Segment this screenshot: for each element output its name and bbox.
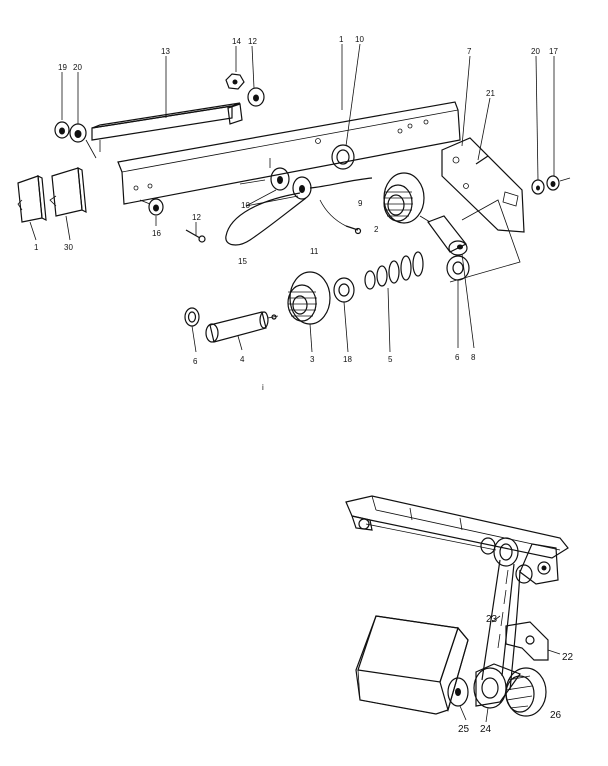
top-labels: 19 20 13 14 12 1 10 7 20 17 21 16 12 15 … xyxy=(34,35,558,366)
label-23: 23 xyxy=(486,614,498,625)
label-10: 10 xyxy=(355,35,364,44)
cover-part-left-a xyxy=(17,174,47,223)
shaft-upper xyxy=(419,215,468,256)
center-mark: i xyxy=(262,383,264,392)
nut-part-17 xyxy=(546,175,571,191)
label-leaders xyxy=(29,43,555,353)
nut-part-14 xyxy=(225,73,245,90)
bracket-part-13 xyxy=(91,102,243,152)
label-21: 21 xyxy=(486,89,495,98)
washer-part-6-left xyxy=(184,307,200,327)
washer-part-10 xyxy=(331,144,355,170)
label-15: 15 xyxy=(238,257,247,266)
label-12: 12 xyxy=(248,37,257,46)
leader-line xyxy=(85,139,97,159)
screw-part-12 xyxy=(185,229,206,243)
label-8: 8 xyxy=(471,353,476,362)
washer-part-18 xyxy=(333,277,355,303)
spring-part-5 xyxy=(364,251,424,290)
cover-part-left-b xyxy=(49,166,87,217)
label-22: 22 xyxy=(562,652,574,663)
shaft-part-4 xyxy=(205,311,279,343)
label-17: 17 xyxy=(549,47,558,56)
label-9: 9 xyxy=(358,199,363,208)
main-plate-part-1 xyxy=(117,101,461,205)
leader-line xyxy=(449,199,521,283)
gear-pulley-part-2 xyxy=(383,172,425,224)
label-14: 14 xyxy=(232,37,241,46)
label-26: 26 xyxy=(550,710,562,721)
label-4: 4 xyxy=(240,355,245,364)
washer-part-6-right xyxy=(446,255,470,281)
assembled-view: 23 22 26 25 24 xyxy=(345,495,574,735)
label-13: 13 xyxy=(161,47,170,56)
label-20: 20 xyxy=(73,63,82,72)
label-18: 18 xyxy=(343,355,352,364)
belt-part-15 xyxy=(225,192,307,246)
label-3: 3 xyxy=(310,355,315,364)
label-11: 11 xyxy=(310,247,319,256)
label-12-screw: 12 xyxy=(192,213,201,222)
label-1: 1 xyxy=(339,35,344,44)
label-6: 6 xyxy=(193,357,198,366)
cable-part-9 xyxy=(309,177,373,235)
label-6-right: 6 xyxy=(455,353,460,362)
label-25: 25 xyxy=(458,724,470,735)
gear-pulley-part-3 xyxy=(287,271,331,325)
label-19: 19 xyxy=(58,63,67,72)
label-2: 2 xyxy=(374,225,379,234)
nut-part-19 xyxy=(54,121,70,139)
label-20-right: 20 xyxy=(531,47,540,56)
label-7: 7 xyxy=(467,47,472,56)
washer-part-20-right xyxy=(531,179,545,195)
washer-part-12-top xyxy=(247,87,265,107)
label-10-pulley: 10 xyxy=(241,201,250,210)
label-30: 30 xyxy=(64,243,73,252)
pulley-part-18 xyxy=(269,158,312,200)
label-16: 16 xyxy=(152,229,161,238)
label-5: 5 xyxy=(388,355,393,364)
side-plate-part-7 xyxy=(441,137,525,233)
label-24: 24 xyxy=(480,724,492,735)
label-1-left: 1 xyxy=(34,243,39,252)
washer-part-20-left xyxy=(69,123,87,143)
roller-part-16 xyxy=(139,198,164,216)
